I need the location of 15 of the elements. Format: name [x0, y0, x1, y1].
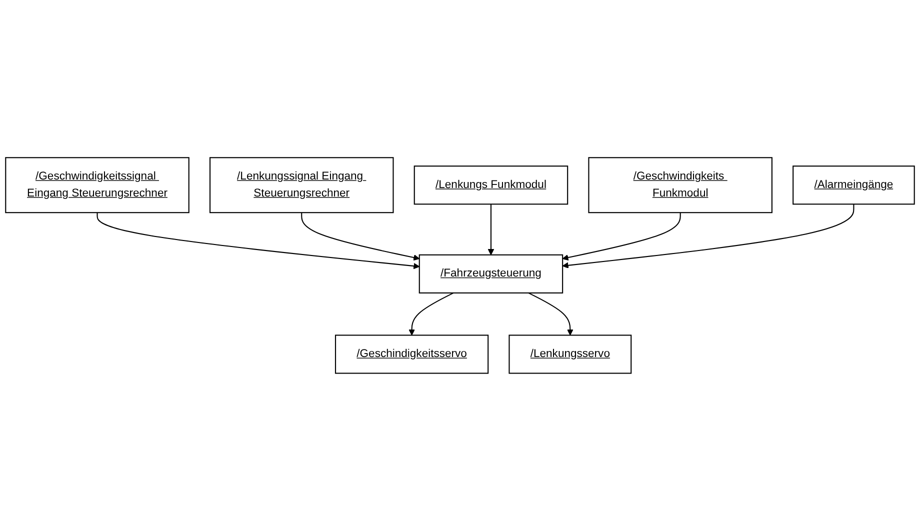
node-box: /Geschwindigkeitssignal Eingang Steuerungsrechner	[5, 157, 190, 214]
arrow	[301, 212, 420, 261]
node-box: /Geschwindigkeits Funkmodul	[588, 157, 772, 214]
node-box: /Alarmeingänge	[792, 166, 915, 205]
node-box: /Lenkungsservo	[508, 334, 632, 374]
arrow	[408, 292, 454, 336]
arrow	[96, 212, 420, 270]
arrow	[528, 292, 574, 336]
arrow	[488, 204, 494, 256]
arrow	[562, 204, 854, 268]
node-box: /Lenkungs Funkmodul	[414, 166, 568, 205]
node-box: /Geschindigkeitsservo	[334, 334, 489, 374]
arrow	[562, 212, 681, 261]
node-box: /Lenkungssignal Eingang Steuerungsrechner	[209, 157, 394, 214]
node-box: /Fahrzeugsteuerung	[418, 254, 564, 294]
